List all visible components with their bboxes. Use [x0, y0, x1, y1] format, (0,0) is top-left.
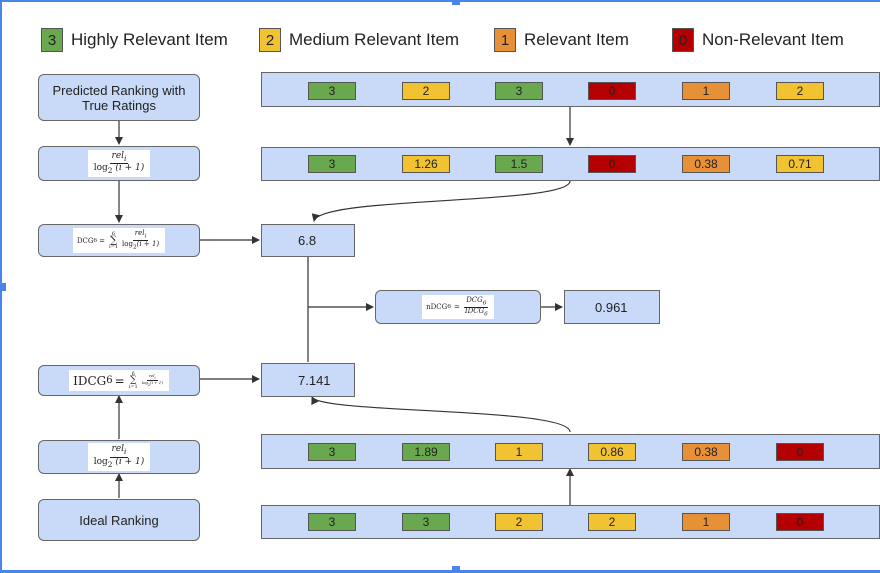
rating-cell: 1	[495, 443, 543, 461]
rating-cell: 1.26	[402, 155, 450, 173]
predicted-gain-formula-box: reli log2 (i + 1)	[38, 146, 200, 181]
rating-cell: 0.38	[682, 443, 730, 461]
predicted-ranking-box: Predicted Ranking with True Ratings	[38, 74, 200, 121]
legend-label: Highly Relevant Item	[71, 30, 228, 49]
gain-formula: reli log2 (i + 1)	[87, 149, 151, 178]
frame-top-edge	[0, 0, 880, 2]
legend-label: Medium Relevant Item	[289, 30, 460, 49]
dcg-value-box: 6.8	[261, 224, 355, 257]
rating-cell: 0	[588, 82, 636, 100]
rating-cell: 3	[308, 443, 356, 461]
ideal-ranking-label: Ideal Ranking	[79, 512, 159, 528]
rating-cell: 0.38	[682, 155, 730, 173]
ideal-ranking-box: Ideal Ranking	[38, 499, 200, 541]
legend-swatch: 3	[41, 28, 63, 52]
rating-cell: 3	[495, 82, 543, 100]
rating-cell: 3	[308, 82, 356, 100]
rating-cell: 1	[682, 82, 730, 100]
rating-cell: 0	[776, 513, 824, 531]
legend-label: Non-Relevant Item	[702, 30, 844, 49]
rating-cell: 1	[682, 513, 730, 531]
ideal-gain-formula-box: reli log2 (i + 1)	[38, 440, 200, 474]
ndcg-value-box: 0.961	[564, 290, 660, 324]
frame-handle-left[interactable]	[0, 283, 6, 291]
legend-swatch: 0	[672, 28, 694, 52]
frame-bottom-edge	[0, 570, 880, 573]
legend-swatch: 2	[259, 28, 281, 52]
dcg-value: 6.8	[298, 233, 317, 248]
rating-cell: 1.89	[402, 443, 450, 461]
rating-cell: 3	[402, 513, 450, 531]
frame-handle-top[interactable]	[452, 0, 460, 5]
legend-highly-relevant: 3 Highly Relevant Item	[41, 27, 228, 53]
legend-label: Relevant Item	[524, 30, 629, 49]
idcg-value: 7.141	[298, 372, 331, 388]
legend-swatch: 1	[494, 28, 516, 52]
rating-cell: 2	[776, 82, 824, 100]
rating-cell: 2	[402, 82, 450, 100]
predicted-ranking-label: Predicted Ranking with True Ratings	[52, 82, 186, 113]
rating-cell: 3	[308, 513, 356, 531]
rating-cell: 1.5	[495, 155, 543, 173]
rating-cell: 0	[588, 155, 636, 173]
legend-relevant: 1 Relevant Item	[494, 27, 629, 53]
rating-cell: 3	[308, 155, 356, 173]
rating-cell: 0	[776, 443, 824, 461]
idcg-value-box: 7.141	[261, 363, 355, 397]
rating-cell: 2	[588, 513, 636, 531]
frame-handle-bottom[interactable]	[452, 566, 460, 573]
legend-non-relevant: 0 Non-Relevant Item	[672, 27, 844, 53]
ndcg-value: 0.961	[595, 299, 628, 315]
ideal-discounted-row	[261, 434, 880, 469]
rating-cell: 2	[495, 513, 543, 531]
rating-cell: 0.86	[588, 443, 636, 461]
rating-cell: 0.71	[776, 155, 824, 173]
legend-medium-relevant: 2 Medium Relevant Item	[259, 27, 459, 53]
gain-formula: reli log2 (i + 1)	[87, 443, 151, 471]
